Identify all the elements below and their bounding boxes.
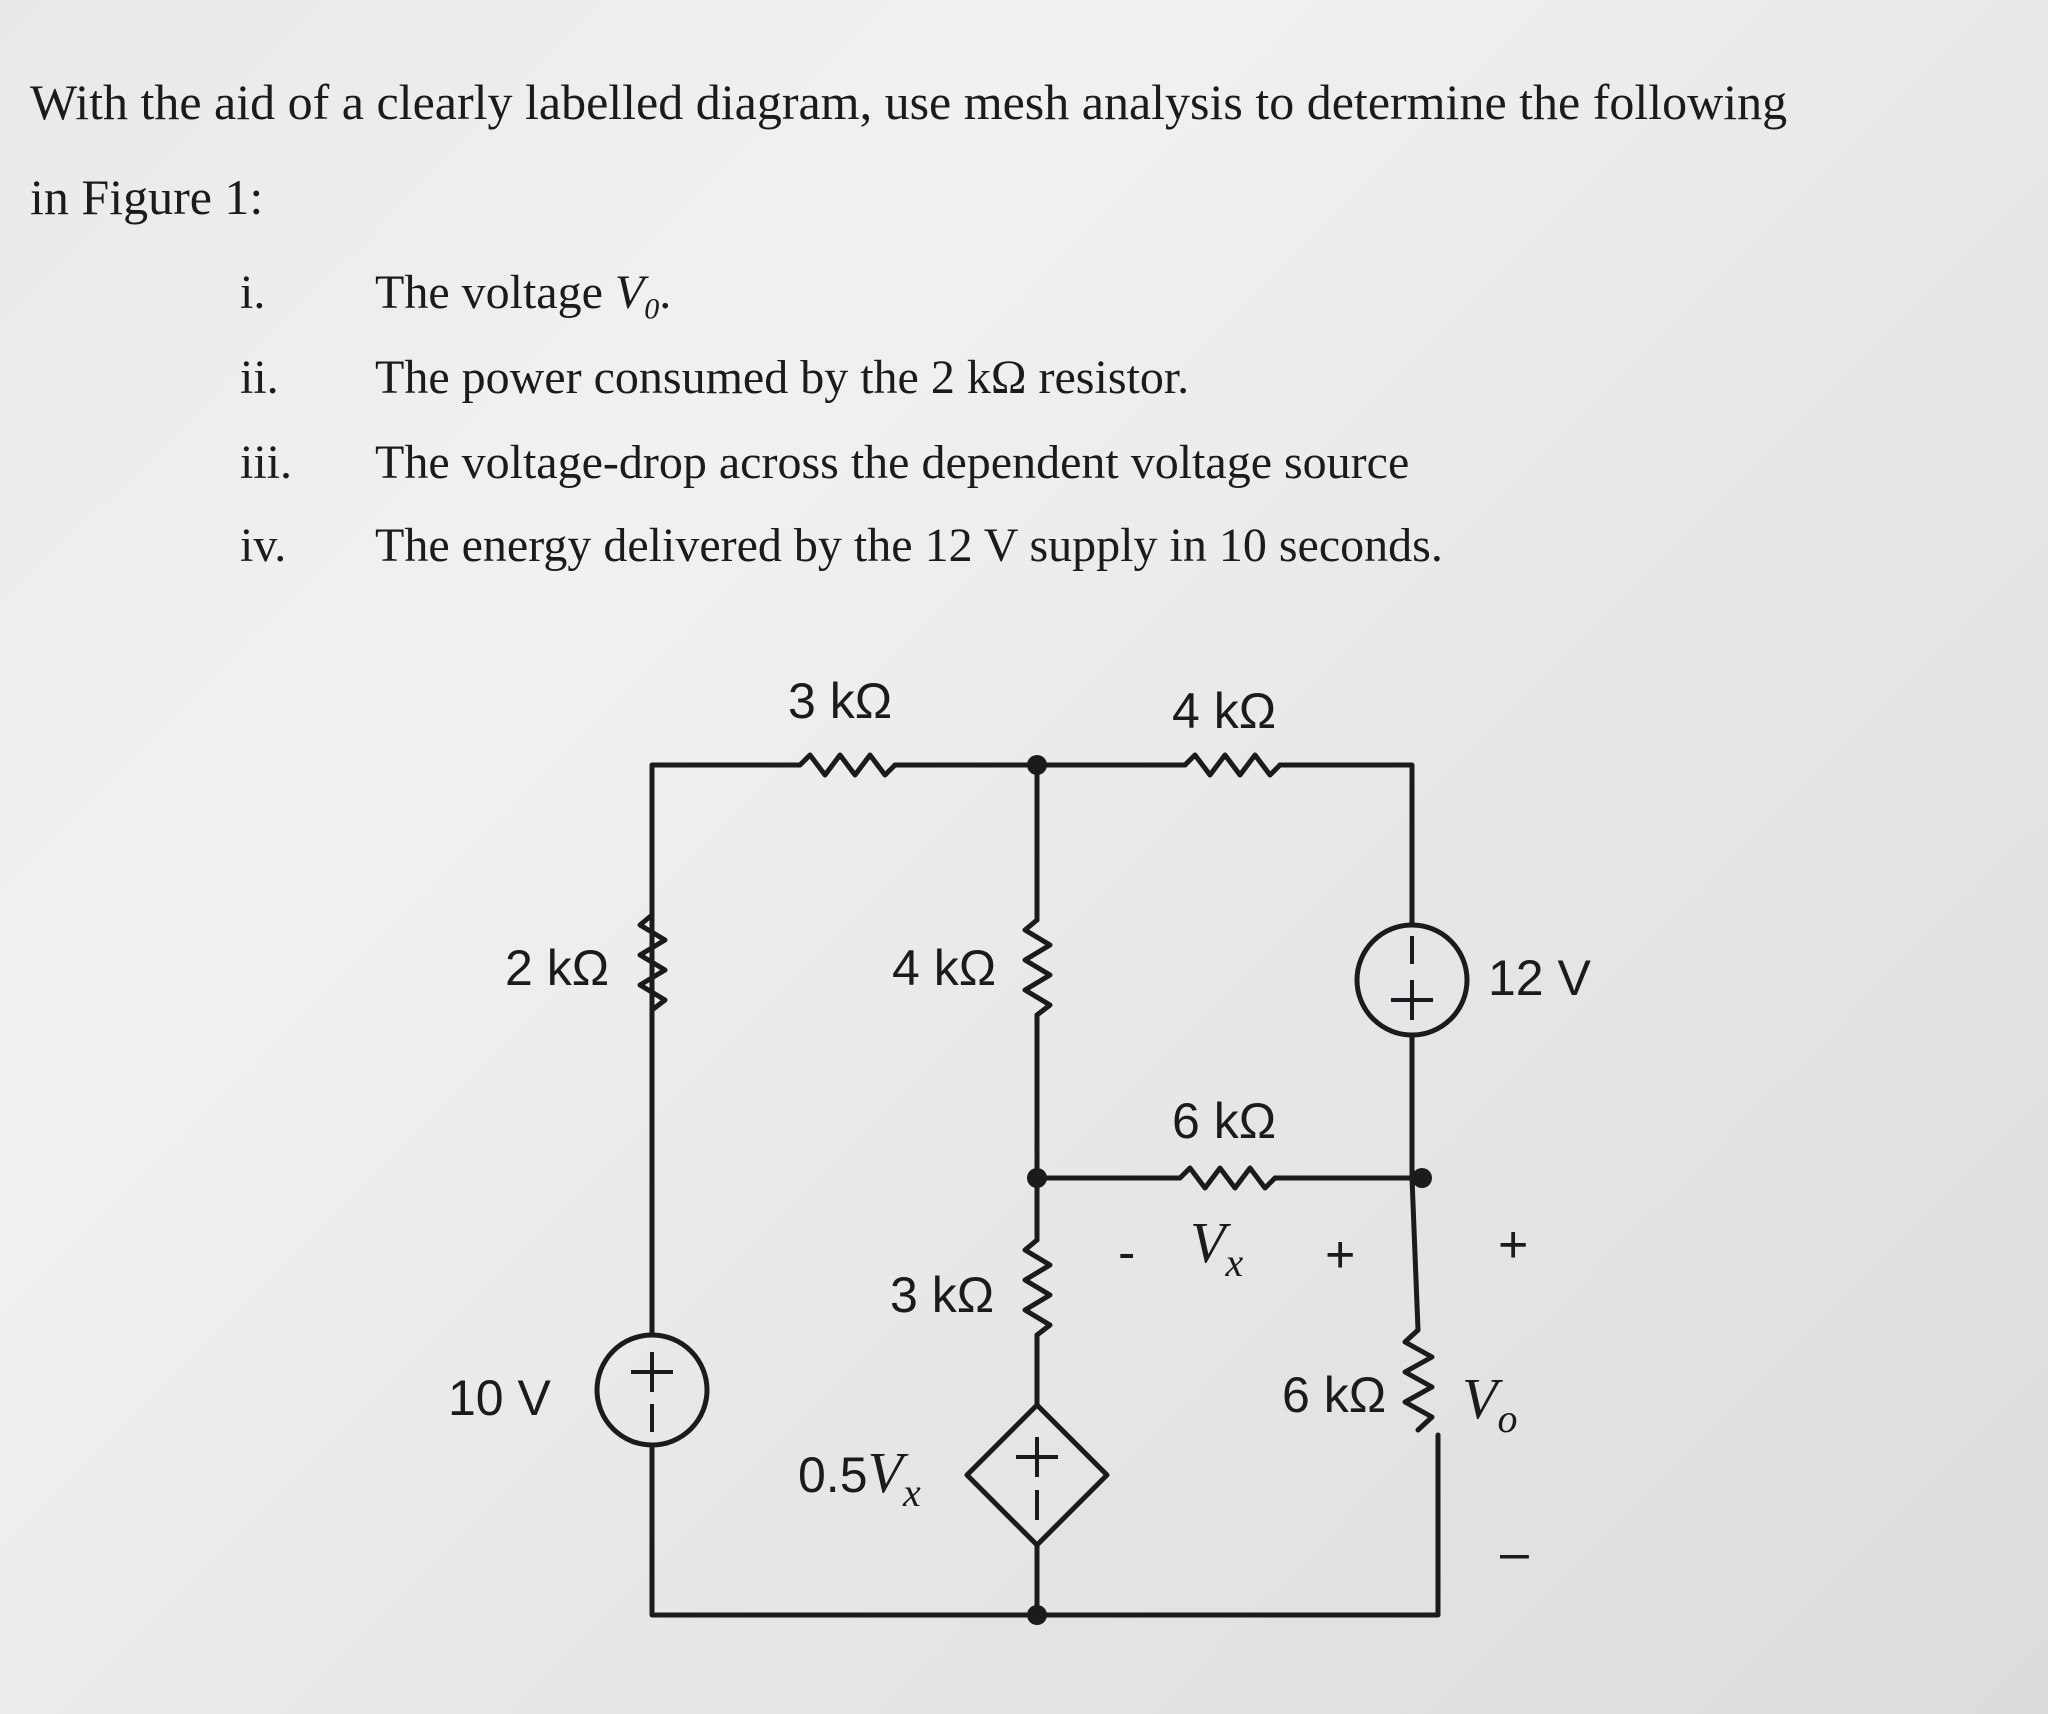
- node-dot: [1412, 1168, 1432, 1188]
- item-number: iii.: [240, 436, 293, 489]
- item-text: The voltage V0.: [375, 266, 672, 326]
- item-number: ii.: [240, 351, 279, 404]
- resistor-2k-left: [637, 912, 668, 1013]
- item-text: The power consumed by the 2 kΩ resistor.: [375, 351, 1190, 404]
- plus-icon: [1391, 980, 1433, 1020]
- item-text: The energy delivered by the 12 V supply …: [375, 519, 1443, 572]
- resistor-3k-middle: [1022, 1237, 1053, 1338]
- vo-symbol: Vo: [1462, 1366, 1517, 1441]
- voltage-source-10v: [594, 1332, 710, 1448]
- resistor-4k-top: [1182, 752, 1283, 778]
- dep-source-label: 0.5Vx: [798, 1440, 921, 1515]
- resistor-4k-middle: [1022, 917, 1053, 1018]
- vx-minus: -: [1118, 1224, 1135, 1282]
- label-6k-right: 6 kΩ: [1282, 1367, 1386, 1423]
- question-item-1: i. The voltage V0.: [0, 265, 2000, 335]
- plus-icon: [1016, 1437, 1058, 1477]
- question-intro-line1: With the aid of a clearly labelled diagr…: [30, 74, 1788, 130]
- item-number: i.: [240, 266, 266, 319]
- plus-icon: [631, 1352, 673, 1392]
- question-item-2: ii. The power consumed by the 2 kΩ resis…: [0, 350, 2000, 420]
- vo-minus: –: [1500, 1524, 1529, 1582]
- label-3k-middle: 3 kΩ: [890, 1267, 994, 1323]
- label-2k: 2 kΩ: [505, 940, 609, 996]
- label-3k-top: 3 kΩ: [788, 673, 892, 729]
- resistor-3k-top: [797, 752, 898, 778]
- node-dot: [1027, 1168, 1047, 1188]
- question-intro-line2: in Figure 1:: [30, 169, 264, 225]
- vo-symbol: V0: [614, 266, 660, 326]
- item-text: The voltage-drop across the dependent vo…: [375, 436, 1410, 489]
- vx-plus: +: [1325, 1226, 1355, 1284]
- question-item-4: iv. The energy delivered by the 12 V sup…: [0, 518, 2000, 588]
- question-item-3: iii. The voltage-drop across the depende…: [0, 435, 2000, 505]
- node-dot: [1027, 755, 1047, 775]
- question-intro: With the aid of a clearly labelled diagr…: [30, 55, 1990, 245]
- label-10v: 10 V: [448, 1370, 552, 1426]
- wire-top-right: [1277, 762, 1415, 928]
- vo-plus: +: [1498, 1216, 1528, 1274]
- wire-left-bottom: [649, 1432, 1441, 1618]
- vx-symbol: Vx: [1190, 1210, 1243, 1285]
- label-12v: 12 V: [1488, 950, 1592, 1006]
- voltage-source-12v: [1354, 922, 1470, 1038]
- resistor-6k-horizontal: [1177, 1165, 1278, 1191]
- label-6k-horizontal: 6 kΩ: [1172, 1093, 1276, 1149]
- label-4k-top: 4 kΩ: [1172, 683, 1276, 739]
- item-number: iv.: [240, 519, 287, 572]
- wire-top-left: [649, 762, 803, 1028]
- label-4k-middle: 4 kΩ: [892, 940, 996, 996]
- resistor-6k-right: [1402, 1327, 1435, 1433]
- node-dot: [1027, 1605, 1047, 1625]
- dependent-voltage-source: [964, 1402, 1110, 1548]
